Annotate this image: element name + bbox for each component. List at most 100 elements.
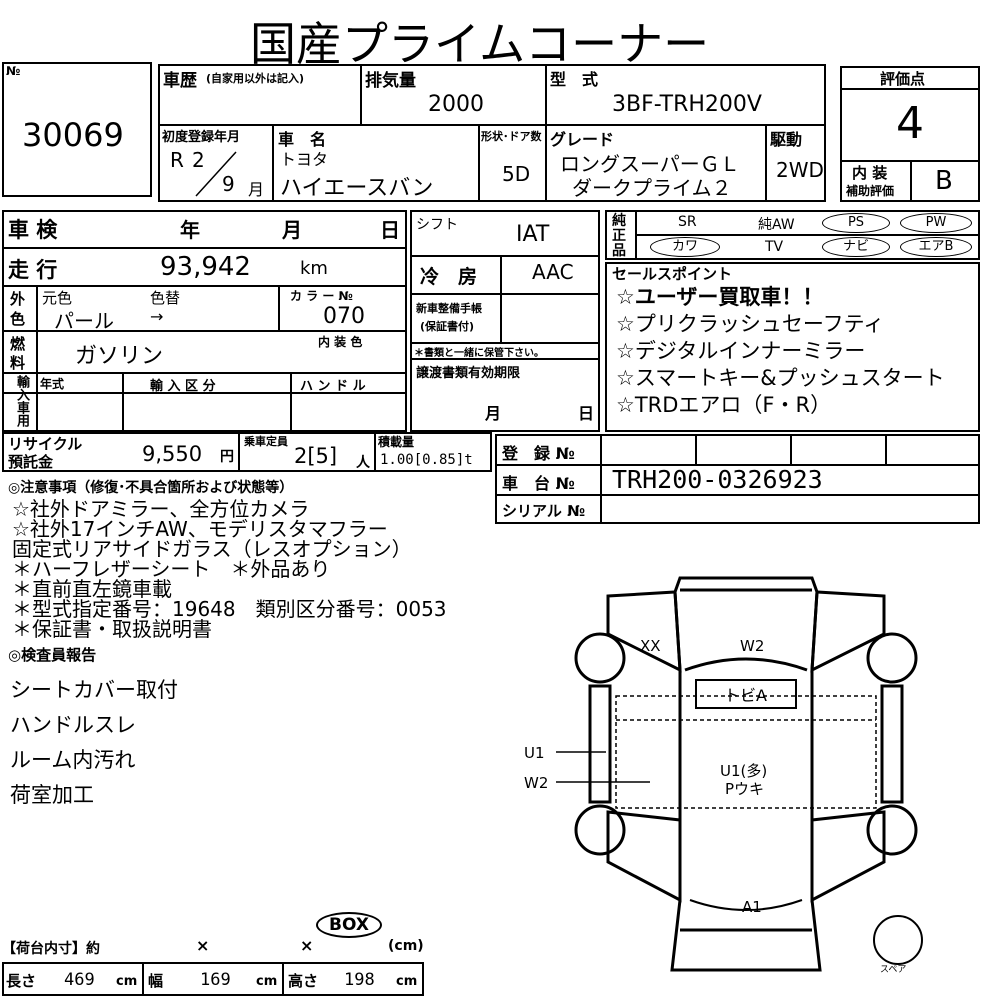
- sales-point-4: ☆スマートキー&プッシュスタート: [616, 366, 945, 390]
- equip-ps: PS: [822, 213, 890, 233]
- mileage-value: 93,942: [160, 252, 251, 282]
- interior-label-1: 内 装: [852, 164, 888, 182]
- cargo-x2: ×: [300, 936, 314, 955]
- sales-point-5: ☆TRDエアロ（F・R）: [616, 393, 832, 417]
- serial-label: シリアル №: [502, 502, 586, 520]
- note-line-3: 固定式リアサイドガラス（レスオプション）: [12, 537, 412, 561]
- recycle-unit: 円: [220, 449, 234, 465]
- diagram-u1-center: U1(多): [720, 762, 767, 780]
- chassis-value: TRH200-0326923: [612, 465, 823, 494]
- note-line-1: ☆社外ドアミラー、全方位カメラ: [12, 497, 310, 521]
- doors-label: 形状･ドア数: [481, 130, 542, 143]
- diagram-a1: A1: [742, 898, 762, 916]
- fuel-side-2: 料: [10, 354, 26, 372]
- cargo-height: 198: [344, 970, 375, 990]
- color-arrow: →: [150, 307, 164, 326]
- page-title: 国産プライムコーナー: [250, 17, 710, 71]
- recycle-value: 9,550: [142, 442, 203, 466]
- load-label: 積載量: [378, 435, 415, 449]
- cargo-box-badge: BOX: [316, 912, 382, 938]
- diagram-u1-left: U1: [524, 744, 545, 762]
- first-reg-year: 2: [192, 148, 205, 172]
- cargo-height-cm: cm: [396, 974, 418, 989]
- equip-pw: PW: [900, 213, 972, 233]
- change-color-label: 色替: [150, 289, 181, 307]
- color-side-1: 外: [10, 290, 26, 308]
- load-value: 1.00[0.85]t: [380, 452, 473, 468]
- notes-list: ☆社外ドアミラー、全方位カメラ ☆社外17インチAW、モデリスタマフラー 固定式…: [12, 499, 447, 639]
- equip-alloy-wheel: 純AW: [758, 217, 795, 233]
- cargo-dimensions-box: [2, 962, 424, 996]
- diagram-pouki: Pウキ: [725, 780, 764, 798]
- inspector-line-3: ルーム内汚れ: [10, 748, 136, 772]
- first-reg-month-unit: 月: [248, 180, 265, 199]
- equip-side-3: 品: [612, 243, 626, 259]
- history-label: 車歴: [163, 71, 197, 91]
- color-side-2: 色: [10, 310, 26, 328]
- interior-label-2: 補助評価: [846, 184, 895, 198]
- mileage-label: 走 行: [8, 258, 58, 282]
- inspector-list: シートカバー取付 ハンドルスレ ルーム内汚れ 荷室加工: [10, 674, 178, 814]
- lot-no-label: №: [6, 64, 21, 78]
- inspection-day: 日: [380, 218, 400, 242]
- cargo-x1: ×: [196, 936, 210, 955]
- equip-airbag: エアB: [900, 237, 972, 257]
- cargo-height-label: 高さ: [288, 972, 319, 990]
- displacement-value: 2000: [428, 92, 484, 117]
- shift-label: シフト: [416, 217, 458, 233]
- drive-value: 2WD: [776, 158, 824, 182]
- doors-value: 5D: [502, 162, 531, 186]
- fuel-value: ガソリン: [75, 344, 164, 369]
- cargo-unit: (cm): [388, 938, 424, 954]
- inspector-heading: ◎検査員報告: [8, 646, 97, 664]
- lot-number-box: № 30069: [2, 62, 152, 197]
- cargo-width: 169: [200, 970, 231, 990]
- vehicle-info-box: [2, 210, 407, 432]
- note-line-2: ☆社外17インチAW、モデリスタマフラー: [12, 517, 388, 541]
- drive-label: 駆動: [770, 130, 803, 149]
- first-reg-era: R: [170, 148, 184, 172]
- grade-line2: ダークプライム２: [572, 176, 732, 200]
- inspection-label: 車 検: [8, 218, 58, 242]
- sales-point-3: ☆デジタルインナーミラー: [616, 339, 866, 363]
- equip-tv: TV: [765, 239, 784, 255]
- transfer-day: 日: [578, 404, 595, 423]
- model-value: 3BF-TRH200V: [612, 92, 762, 117]
- import-handle-label: ハ ン ド ル: [300, 379, 366, 394]
- inspector-line-1: シートカバー取付: [10, 678, 178, 702]
- first-reg-month: 9: [222, 172, 235, 196]
- inspector-line-2: ハンドルスレ: [10, 713, 136, 737]
- shift-box: [410, 210, 600, 432]
- note-line-5: ＊直前直左鏡車載: [12, 577, 172, 601]
- grade-line1: ロングスーパーＧＬ: [560, 152, 740, 176]
- score-value: 4: [896, 98, 924, 149]
- import-class-label: 輸 入 区 分: [150, 379, 216, 394]
- capacity-value: 2[5]: [294, 444, 338, 468]
- car-damage-diagram: XX W2 トビA U1 W2 U1(多) Pウキ A1 スペア: [524, 576, 923, 975]
- equip-leather: カワ: [650, 237, 720, 257]
- mileage-unit: km: [300, 258, 328, 279]
- sales-points-box: [605, 262, 980, 432]
- chassis-label: 車 台 №: [502, 474, 575, 493]
- cargo-length-cm: cm: [116, 974, 138, 989]
- sales-point-1: ☆ユーザー買取車！！: [616, 285, 824, 309]
- import-year-label: 年式: [40, 377, 65, 391]
- recycle-label-2: 預託金: [8, 453, 54, 471]
- diagram-w2-left: W2: [524, 774, 548, 792]
- car-maker: トヨタ: [280, 150, 329, 169]
- fuel-side-1: 燃: [10, 335, 26, 353]
- inspection-year: 年: [180, 218, 200, 242]
- color-code-label: カ ラ ー №: [290, 289, 353, 303]
- inspection-month: 月: [282, 218, 302, 242]
- note-line-7: ＊保証書・取扱説明書: [12, 617, 212, 641]
- top-info-box: [158, 64, 826, 202]
- displacement-label: 排気量: [365, 71, 416, 91]
- orig-color: パール: [54, 309, 114, 333]
- cargo-width-cm: cm: [256, 974, 278, 989]
- cargo-width-label: 幅: [148, 972, 164, 990]
- equip-sr: SR: [678, 214, 697, 230]
- maint-label-1: 新車整備手帳: [416, 302, 482, 315]
- diagram-spare: スペア: [880, 965, 906, 975]
- capacity-label: 乗車定員: [244, 435, 288, 448]
- maint-note: ＊書類と一緒に保管下さい。: [414, 348, 544, 359]
